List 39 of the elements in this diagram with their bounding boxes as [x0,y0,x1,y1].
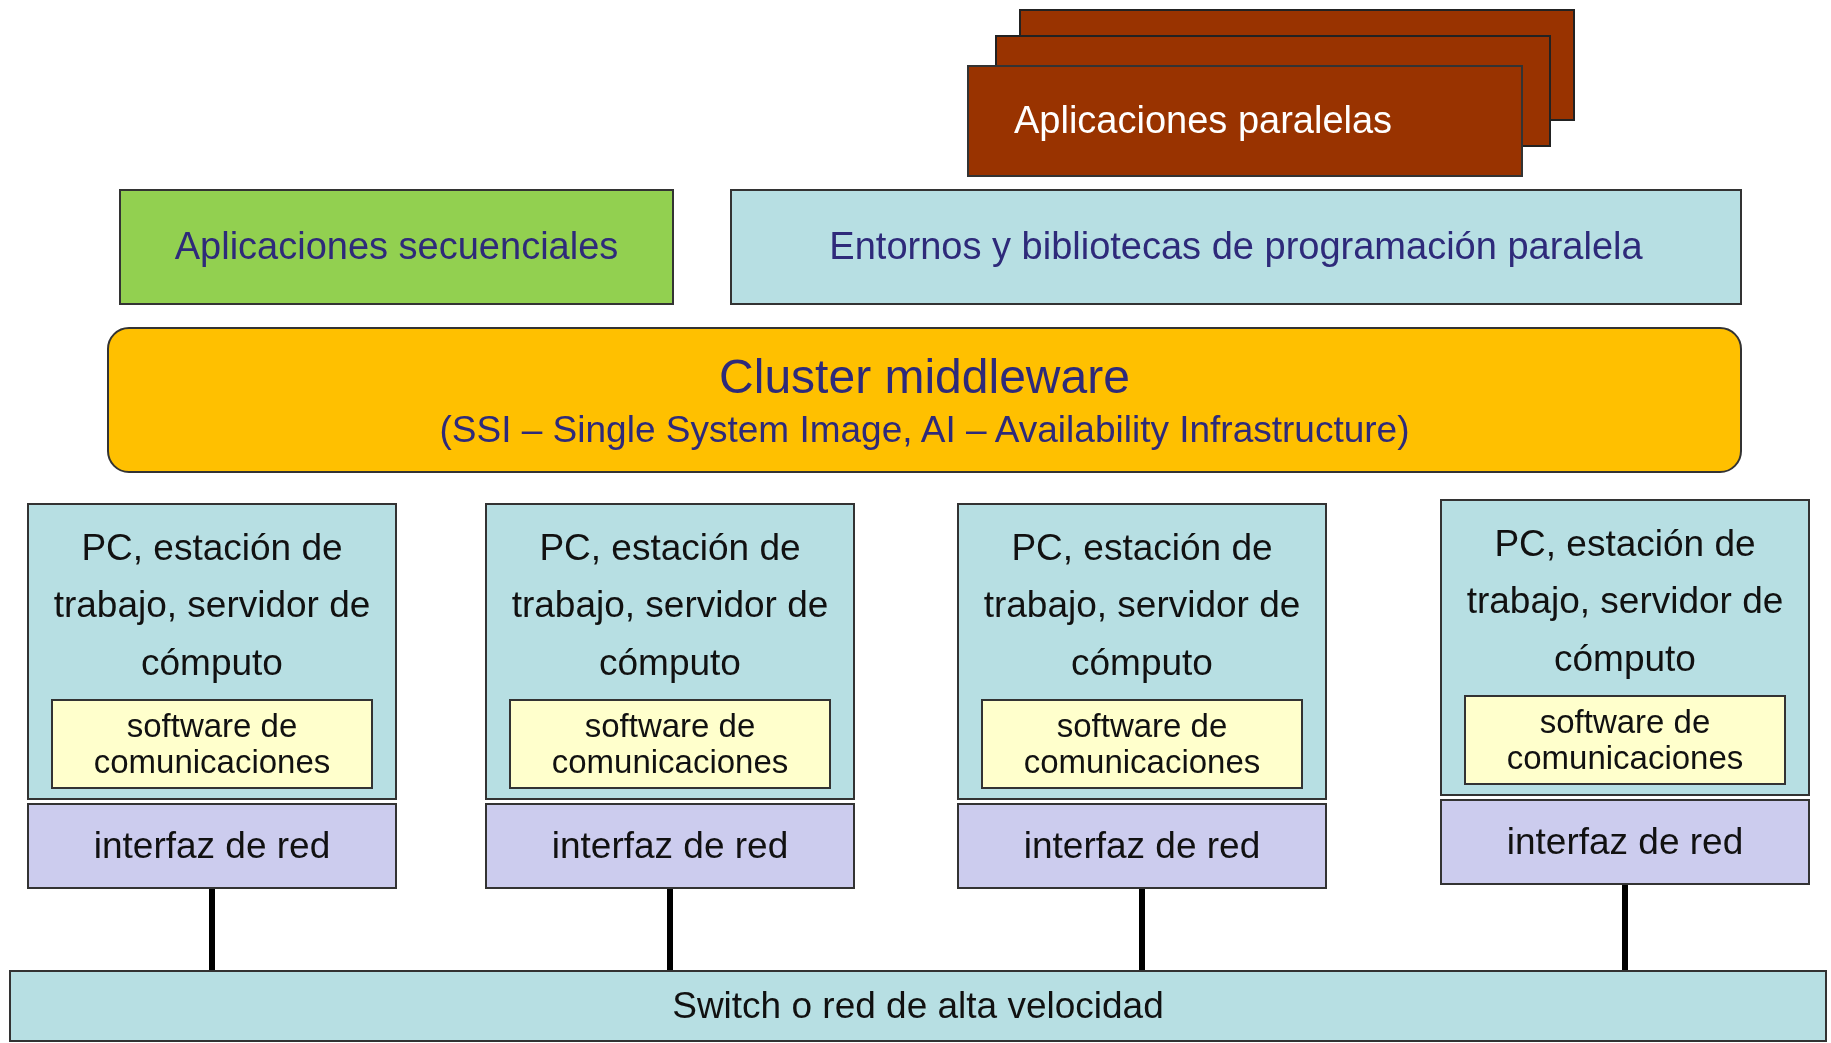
node-label: PC, estación de trabajo, servidor de cómputo [982,526,1302,685]
computer-box [485,503,855,800]
network-interface-box [957,803,1327,889]
computer-box [957,503,1327,800]
node-label: PC, estación de trabajo, servidor de cómputo [52,526,372,685]
network-interface-box [485,803,855,889]
node-label: Switch o red de alta velocidad [672,983,1164,1028]
node-label: interfaz de red [551,823,789,868]
node-label: PC, estación de trabajo, servidor de cómputo [1465,522,1785,681]
node-label: Entornos y bibliotecas de programación paralela [829,224,1643,270]
node-label: interfaz de red [1506,819,1744,864]
node-label: Aplicaciones secuenciales [174,224,619,270]
node-label: interfaz de red [1023,823,1261,868]
node-subtitle: (SSI – Single System Image, AI – Availability Infrastructure) [439,407,1410,452]
node-label: PC, estación de trabajo, servidor de cómputo [510,526,830,685]
middleware-box [107,327,1742,473]
connector-line [209,889,215,970]
node-label: software de comunicaciones [1022,707,1262,781]
node-label: software de comunicaciones [92,707,332,781]
software-box [981,699,1303,789]
connector-line [1622,885,1628,970]
network-switch-box [9,970,1827,1042]
network-interface-box [1440,799,1810,885]
computer-box [1440,499,1810,796]
node-label: software de comunicaciones [1505,703,1745,777]
software-box [509,699,831,789]
layer-box [967,65,1523,177]
connector-line [667,889,673,970]
connector-line [1139,889,1145,970]
node-label: software de comunicaciones [550,707,790,781]
computer-box [27,503,397,800]
software-box [1464,695,1786,785]
network-interface-box [27,803,397,889]
node-label: interfaz de red [93,823,331,868]
node-label: Cluster middleware [719,348,1130,405]
layer-box [730,189,1742,305]
software-box [51,699,373,789]
node-label: Aplicaciones paralelas [1014,98,1393,144]
layer-box [119,189,674,305]
